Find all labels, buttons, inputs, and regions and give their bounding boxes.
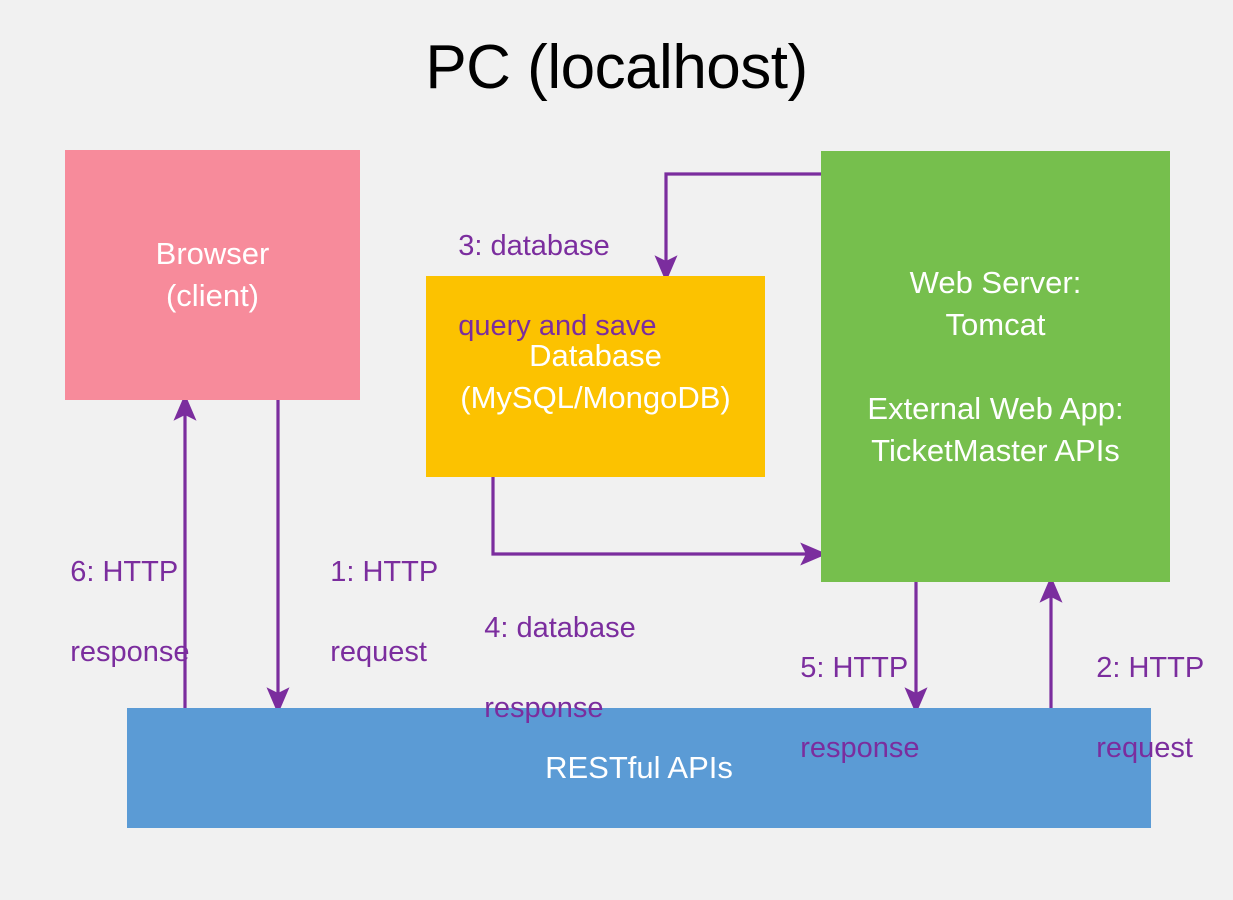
node-webserver-line-5: TicketMaster APIs bbox=[871, 432, 1120, 468]
arrow-3-path bbox=[654, 172, 821, 283]
node-webserver-line-4: External Web App: bbox=[867, 390, 1124, 426]
arrow-label-5-line-2: response bbox=[800, 732, 920, 764]
node-database-line-1: Database bbox=[529, 337, 662, 373]
arrow-label-5: 5: HTTP response bbox=[768, 608, 920, 808]
arrow-label-3: 3: database query and save bbox=[426, 186, 657, 386]
arrow-label-4-line-1: 4: database bbox=[484, 612, 636, 644]
node-restful-apis[interactable]: RESTful APIs bbox=[127, 708, 1151, 828]
arrow-label-3-line-1: 3: database bbox=[458, 230, 610, 262]
arrow-label-1-line-1: 1: HTTP bbox=[330, 556, 439, 588]
arrow-label-6-line-2: response bbox=[70, 636, 190, 668]
arrow-label-2: 2: HTTP request bbox=[1064, 608, 1204, 808]
arrow-4-path bbox=[491, 477, 828, 566]
node-webserver[interactable]: Web Server: Tomcat External Web App: Tic… bbox=[821, 151, 1170, 582]
node-database-line-2: (MySQL/MongoDB) bbox=[460, 379, 731, 415]
page-title: PC (localhost) bbox=[425, 33, 808, 102]
arrow-label-6: 6: HTTP response bbox=[38, 512, 190, 712]
node-webserver-line-1: Web Server: bbox=[909, 264, 1082, 300]
arrow-label-2-line-2: request bbox=[1096, 732, 1193, 764]
arrow-label-6-line-1: 6: HTTP bbox=[70, 556, 179, 588]
node-webserver-line-2: Tomcat bbox=[945, 306, 1046, 342]
arrow-label-5-line-1: 5: HTTP bbox=[800, 652, 909, 684]
arrow-label-1: 1: HTTP request bbox=[298, 512, 438, 712]
node-browser-line-1: Browser bbox=[155, 236, 270, 271]
node-restful-label: RESTful APIs bbox=[545, 750, 733, 785]
arrow-label-4: 4: database response bbox=[452, 568, 636, 768]
node-browser[interactable]: Browser (client) bbox=[65, 150, 360, 400]
arrow-label-2-line-1: 2: HTTP bbox=[1096, 652, 1205, 684]
arrow-label-4-line-2: response bbox=[484, 692, 604, 724]
arrow-label-3-line-2: query and save bbox=[458, 310, 657, 342]
node-database[interactable]: Database (MySQL/MongoDB) bbox=[426, 276, 765, 477]
node-browser-line-2: (client) bbox=[165, 278, 259, 313]
arrow-label-1-line-2: request bbox=[330, 636, 427, 668]
